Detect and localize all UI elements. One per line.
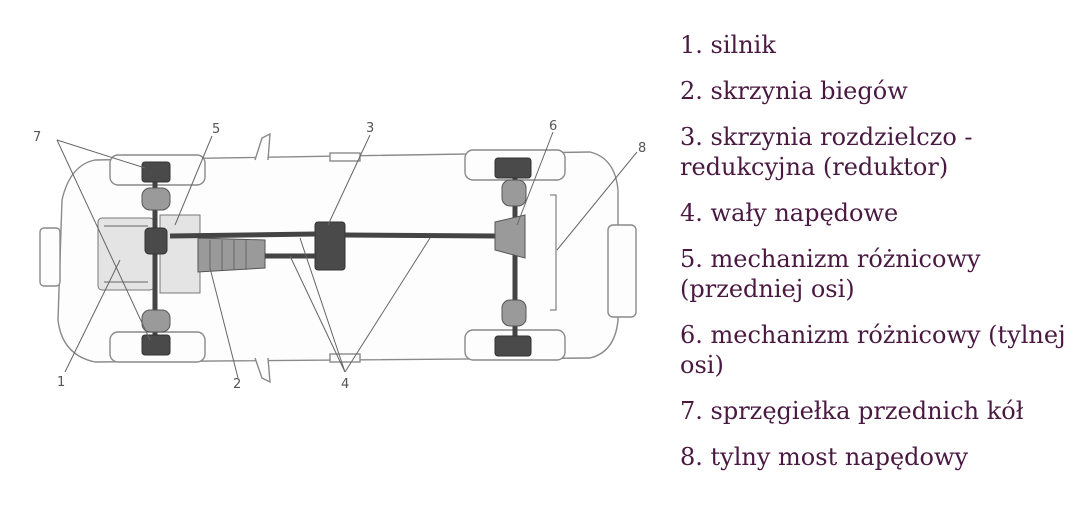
rear-axle [494, 157, 532, 357]
chassis-diagram: 7 5 3 6 8 1 2 4 [33, 119, 646, 392]
callout-4: 4 [341, 377, 349, 392]
legend-item-7: 7. sprzęgiełka przednich kół [680, 397, 1024, 425]
legend-item-8: 8. tylny most napędowy [680, 443, 969, 471]
callout-1: 1 [57, 375, 65, 390]
callout-8: 8 [638, 141, 646, 156]
legend-item-2: 2. skrzynia biegów [680, 77, 908, 105]
front-axle [141, 161, 171, 356]
callout-5: 5 [212, 122, 220, 137]
callout-6: 6 [549, 119, 557, 134]
legend-list: 1. silnik 2. skrzynia biegów 3. skrzynia… [680, 30, 1075, 488]
callout-2: 2 [233, 377, 241, 392]
legend-item-6: 6. mechanizm różnicowy (tylnej osi) [680, 321, 1066, 379]
legend-item-5: 5. mechanizm różnicowy (przedniej osi) [680, 245, 981, 303]
callout-7: 7 [33, 130, 41, 145]
legend-item-1: 1. silnik [680, 31, 776, 59]
gearbox [197, 237, 266, 273]
leader-lines [56, 131, 638, 379]
transfer-case [314, 221, 346, 271]
legend-item-3: 3. skrzynia rozdzielczo - redukcyjna (re… [680, 123, 973, 181]
legend-item-4: 4. wały napędowe [680, 199, 899, 227]
rear-axle-bracket [550, 194, 557, 311]
callout-3: 3 [366, 121, 374, 136]
engine [97, 214, 201, 294]
